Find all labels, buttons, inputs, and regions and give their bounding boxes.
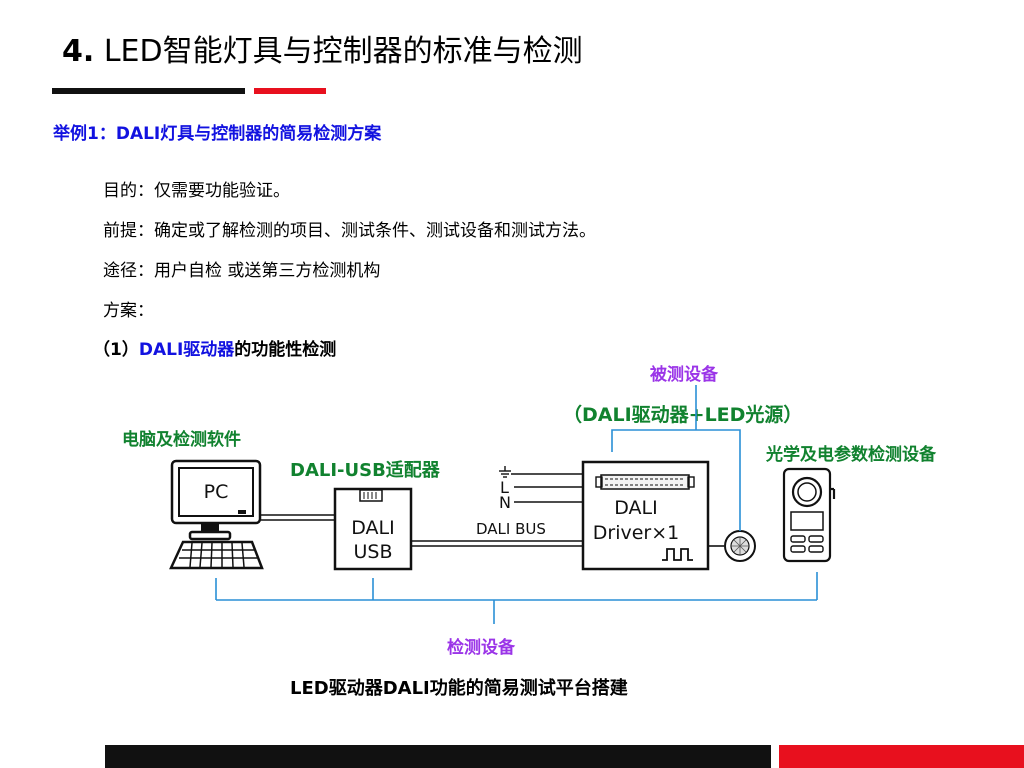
terminal-n-label: N [499, 493, 511, 512]
step-text: 的功能性检测 [234, 340, 337, 360]
led-light-source-icon [708, 530, 756, 562]
adapter-label: DALI-USB适配器 [290, 460, 440, 481]
power-terminals [499, 466, 583, 503]
figure-caption: LED驱动器DALI功能的简易测试平台搭建 [290, 678, 628, 699]
section-title: LED智能灯具与控制器的标准与检测 [94, 34, 583, 69]
adapter-text-usb: USB [353, 541, 392, 563]
title-underline-red [254, 88, 326, 94]
dali-driver-icon [581, 460, 710, 571]
step-highlight: DALI驱动器 [138, 340, 235, 360]
test-equipment-label: 检测设备 [447, 638, 515, 658]
title-underline-black [52, 88, 245, 94]
terminal-l-label: L [500, 478, 509, 497]
approach-line: 途径：用户自检 或送第三方检测机构 [103, 261, 381, 281]
dali-bus-line [411, 540, 583, 547]
step-number: （1） [93, 340, 139, 360]
plan-line: 方案： [103, 301, 154, 321]
footer-bar-black [105, 745, 771, 768]
example-heading: 举例1：DALI灯具与控制器的简易检测方案 [53, 124, 382, 144]
adapter-text-dali: DALI [351, 517, 394, 539]
driver-text-dali: DALI [614, 497, 657, 519]
dut-bracket [611, 385, 741, 531]
pc-label: 电脑及检测软件 [122, 430, 241, 450]
step-heading: （1）DALI驱动器的功能性检测 [93, 335, 336, 360]
optic-equipment-label: 光学及电参数检测设备 [766, 445, 936, 465]
usb-cable [261, 514, 335, 521]
section-number: 4. [62, 34, 95, 69]
dali-usb-adapter-icon [333, 487, 413, 571]
purpose-line: 目的：仅需要功能验证。 [103, 181, 290, 201]
test-equipment-bracket [215, 572, 818, 624]
page-title: 4. LED智能灯具与控制器的标准与检测 [62, 30, 583, 74]
driver-text-model: Driver×1 [593, 522, 679, 544]
dut-label: 被测设备 [650, 365, 718, 385]
premise-line: 前提：确定或了解检测的项目、测试条件、测试设备和测试方法。 [103, 221, 596, 241]
pc-computer-icon [169, 459, 264, 570]
pc-text: PC [204, 481, 229, 503]
footer-bar-red [779, 745, 1024, 768]
dut-description: （DALI驱动器+LED光源） [563, 404, 803, 426]
photometer-icon [782, 467, 836, 563]
dali-bus-label: DALI BUS [476, 520, 546, 538]
